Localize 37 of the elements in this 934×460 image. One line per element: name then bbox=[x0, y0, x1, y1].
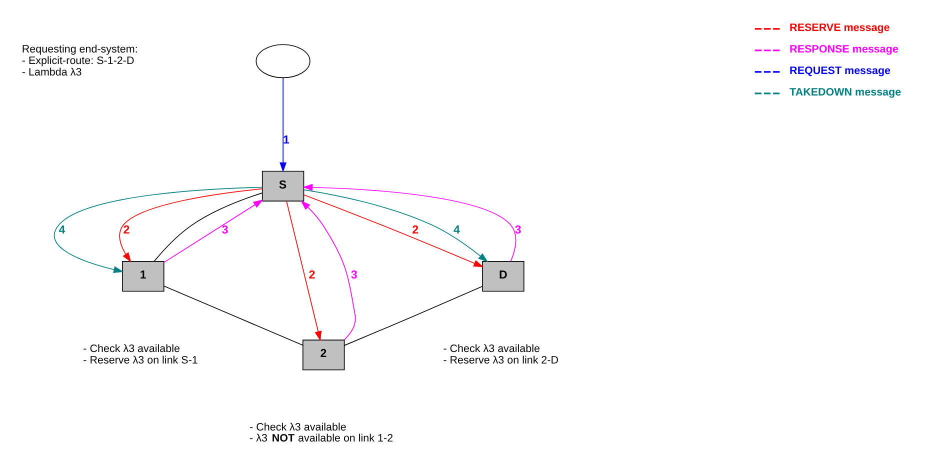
node-label: - Explicit-route: S-1-2-D bbox=[22, 54, 134, 67]
node-box: D bbox=[482, 261, 524, 292]
edge-label: 4 bbox=[58, 224, 66, 236]
node-label: - λ3 NOT available on link 1-2 bbox=[250, 432, 394, 444]
edge-label: 3 bbox=[514, 224, 522, 236]
node-label: - Check λ3 available bbox=[250, 422, 346, 434]
node-label: - Reserve λ3 on link S-1 bbox=[83, 354, 198, 367]
node-box: 1 bbox=[122, 261, 164, 292]
arrow bbox=[300, 200, 356, 340]
edge-label: 4 bbox=[454, 224, 460, 236]
arrow bbox=[302, 184, 516, 262]
arrow bbox=[119, 188, 263, 262]
node-label: Requesting end-system: bbox=[22, 43, 138, 56]
connector bbox=[163, 286, 304, 346]
connector bbox=[154, 192, 263, 262]
node-label: - Check λ3 available bbox=[83, 342, 180, 355]
node-label: - Check λ3 available bbox=[443, 342, 540, 355]
arrow bbox=[286, 200, 322, 342]
legend-label: TAKEDOWN message bbox=[790, 86, 902, 98]
edge-label: 2 bbox=[412, 224, 419, 236]
arrow bbox=[164, 200, 264, 263]
edge-label: 3 bbox=[350, 270, 358, 282]
node-box: S bbox=[262, 170, 304, 202]
legend-label: RESERVE message bbox=[790, 22, 890, 34]
edge-label: 1 bbox=[283, 134, 290, 146]
legend-label: RESPONSE message bbox=[790, 43, 898, 56]
legend-label: REQUEST message bbox=[790, 64, 891, 77]
edge-label: 3 bbox=[222, 224, 228, 236]
arrow bbox=[280, 77, 287, 172]
node-box: 2 bbox=[302, 340, 345, 370]
connector bbox=[344, 286, 483, 346]
edge-label: 2 bbox=[308, 270, 316, 282]
arrow bbox=[54, 186, 263, 273]
node-circle bbox=[256, 44, 310, 78]
edge-label: 2 bbox=[123, 224, 130, 236]
node-label: - Reserve λ3 on link 2-D bbox=[443, 354, 559, 367]
node-label: - Lambda λ3 bbox=[22, 66, 82, 79]
